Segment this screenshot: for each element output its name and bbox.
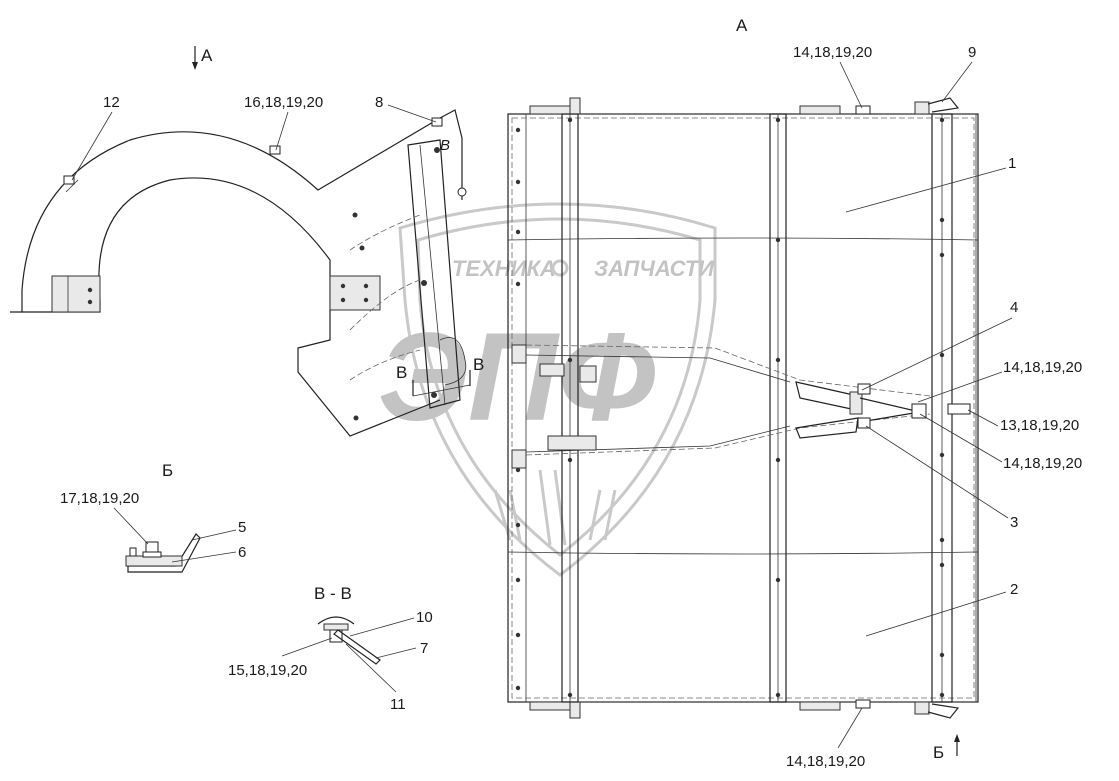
left-guard-view: В: [10, 109, 467, 437]
callout-2: 2: [1010, 581, 1018, 598]
callout-14-bottom: 14,18,19,20: [786, 753, 865, 770]
watermark-logo: ТЕХНИКА ЗАПЧАСТИ ЭПФ: [378, 202, 717, 577]
callout-15: 15,18,19,20: [228, 662, 307, 679]
watermark-letters: ЭПФ: [378, 308, 656, 447]
callout-13: 13,18,19,20: [1000, 417, 1079, 434]
gear-icon: [551, 259, 569, 277]
detail-view-b: Б 17,18,19,20 5 6: [60, 461, 246, 573]
panel-assembly-view: A: [507, 16, 979, 719]
callout-1: 1: [1008, 155, 1016, 172]
section-marks: В В: [396, 355, 484, 397]
callout-17: 17,18,19,20: [60, 490, 139, 507]
section-mark-left: В: [396, 363, 407, 382]
mounting-plate: [51, 275, 101, 313]
svg-text:Б: Б: [933, 743, 944, 762]
callout-6: 6: [238, 544, 246, 561]
callout-14-top: 14,18,19,20: [793, 44, 872, 61]
section-mark-right: В: [473, 355, 484, 374]
callout-4: 4: [1010, 299, 1018, 316]
callout-3: 3: [1010, 514, 1018, 531]
callout-14-right1: 14,18,19,20: [1003, 359, 1082, 376]
section-vv-title: В - В: [314, 584, 352, 603]
callout-14-right2: 14,18,19,20: [1003, 455, 1082, 472]
callout-11: 11: [390, 696, 406, 713]
callout-7: 7: [420, 640, 428, 657]
section-vv: В - В 10 7 15,18,19,20 11: [228, 584, 433, 713]
view-b-arrow: Б: [933, 734, 960, 762]
callout-9: 9: [968, 44, 976, 61]
callout-10: 10: [416, 609, 433, 626]
callout-5: 5: [238, 519, 246, 536]
callout-12: 12: [103, 94, 120, 111]
detail-letter-b: В: [440, 137, 450, 154]
watermark-text-right: ЗАПЧАСТИ: [594, 256, 715, 281]
svg-text:A: A: [201, 46, 213, 65]
view-a-title: A: [736, 16, 748, 35]
watermark-text-left: ТЕХНИКА: [452, 256, 556, 281]
view-b-title: Б: [162, 461, 173, 480]
view-a-arrow: A: [192, 46, 213, 70]
callout-16: 16,18,19,20: [244, 94, 323, 111]
callout-8: 8: [375, 94, 383, 111]
